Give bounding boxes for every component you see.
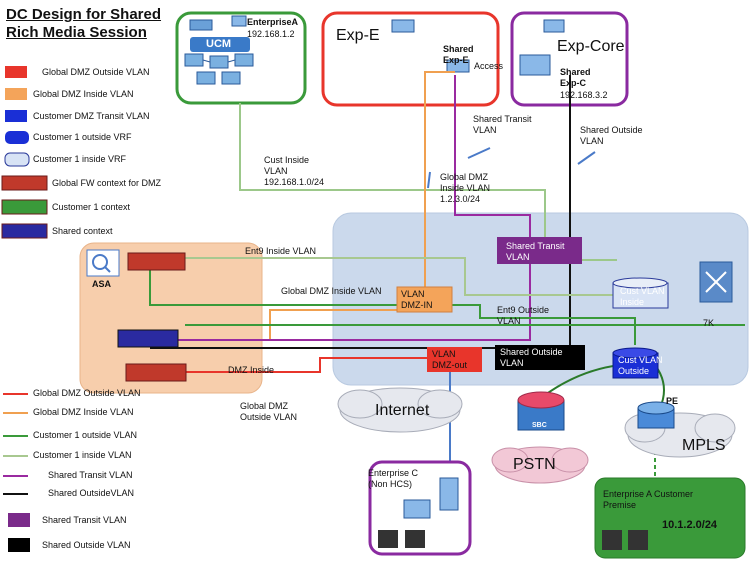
legend-item-label: Global DMZ Outside VLAN (33, 388, 141, 398)
exp-core-title: Exp-Core (557, 38, 625, 55)
shared-transit-line (150, 75, 531, 341)
pstn-cloud (491, 446, 589, 484)
vlan-dmz-out-box (427, 347, 482, 372)
shared-outside-vlan-text: Shared Outside VLAN (500, 347, 563, 368)
legend-item-label: Shared OutsideVLAN (48, 488, 135, 498)
legend-item-label: Customer 1 inside VRF (33, 154, 127, 164)
legend-item-label: Global DMZ Outside VLAN (42, 67, 150, 77)
cust-vlan-outside-text: Cust VLAN Outside (618, 355, 663, 376)
enterprise-a-ip: 192.168.1.2 (247, 29, 295, 39)
asa-region (79, 242, 263, 394)
asa-label: ASA (92, 279, 112, 289)
cust-vlan-inside-text: Cust VLAN Inside (620, 286, 665, 307)
datacenter-region (332, 212, 749, 386)
legend-item-label: Global DMZ Inside VLAN (33, 89, 134, 99)
legend-bottom-graphics (3, 393, 30, 552)
switch-7k-label: 7K (703, 318, 715, 328)
legend-item-label: Shared Transit VLAN (42, 515, 127, 525)
pstn-label: PSTN (513, 456, 556, 473)
ent9-outside-label: Ent9 Outside VLAN (497, 305, 550, 326)
diagram-title: DC Design for Shared Rich Media Session (6, 6, 162, 41)
arrow-icon (577, 151, 596, 165)
legend-item-label: Customer 1 outside VLAN (33, 430, 138, 440)
ent9-outside-line (149, 270, 636, 345)
server-icon (231, 15, 247, 27)
exp-c-device-icon (519, 54, 551, 76)
firewall-dmz-icon (125, 363, 187, 382)
server-icon (543, 19, 565, 33)
internet-cloud (337, 387, 463, 433)
phone-icon (378, 530, 398, 548)
enterprise-a-premise-label: Enterprise A Customer Premise (603, 489, 694, 510)
asa-icon (86, 249, 120, 277)
shared-transit-label: Shared Transit VLAN (473, 114, 532, 135)
global-dmz-inside-line (424, 71, 455, 287)
phone-icon (602, 530, 622, 550)
enterprise-c-label: Enterprise C (Non HCS) (368, 468, 419, 489)
vlan-dmz-in-text: VLAN DMZ-IN (401, 289, 433, 310)
legend-item-label: Customer 1 inside VLAN (33, 450, 132, 460)
ent9-inside-line (185, 257, 620, 296)
enterprise-a-title: EnterpriseA (247, 17, 299, 27)
legend-item-label: Customer DMZ Transit VLAN (33, 111, 150, 121)
enterprise-c-server-icon (403, 499, 431, 519)
global-dmz-outside-label: Global DMZ Outside VLAN (240, 401, 298, 422)
cust-vlan-inside-cylinder (612, 277, 669, 309)
arrow-icon (427, 171, 431, 189)
legend-item-label: Shared context (52, 226, 113, 236)
global-dmz-inside-label: Global DMZ Inside VLAN 1.2.3.0/24 (440, 172, 491, 204)
exp-e-title: Exp-E (336, 27, 380, 44)
enterprise-a-premise-subnet: 10.1.2.0/24 (662, 519, 718, 531)
legend-item-label: Customer 1 context (52, 202, 131, 212)
sbc-label: SBC (532, 422, 547, 429)
legend-item-label: Shared Transit VLAN (48, 470, 133, 480)
exp-c-device-label: Shared Exp-C (560, 67, 591, 88)
pe-router-icon (637, 401, 675, 429)
cust-inside-label: Cust Inside VLAN 192.168.1.0/24 (264, 155, 325, 187)
vlan-dmz-in-box (396, 286, 453, 313)
dmz-inside-label: DMZ Inside (228, 365, 275, 375)
global-dmz-inside-vlan-label: Global DMZ Inside VLAN (281, 286, 382, 296)
exp-e-device-icon (446, 59, 470, 73)
legend-item-label: Global FW context for DMZ (52, 178, 162, 188)
pe-label: PE (666, 396, 679, 406)
internet-label: Internet (375, 402, 430, 419)
shared-outside-label: Shared Outside VLAN (580, 125, 643, 146)
legend-item-label: Global DMZ Inside VLAN (33, 407, 134, 417)
cust-vlan-outside-cylinder (612, 347, 659, 379)
ucm-label: UCM (206, 38, 232, 50)
phone-icon (405, 530, 425, 548)
phone-icon (628, 530, 648, 550)
enterprise-c-firewall-icon (439, 477, 459, 511)
mpls-label: MPLS (682, 437, 726, 454)
vlan-dmz-out-text: VLAN DMZ-out (432, 349, 468, 370)
exp-core-ip: 192.168.3.2 (560, 90, 608, 100)
ucm-icon (184, 19, 254, 85)
exp-e-device-label: Shared Exp-E (443, 44, 474, 65)
shared-outside-vlan-box (495, 345, 585, 370)
exp-e-access-label: Access (474, 61, 504, 71)
switch-7k-icon (699, 261, 733, 303)
firewall-shared-icon (117, 329, 179, 348)
sbc-router-icon (517, 391, 565, 431)
arrow-icon (467, 147, 491, 159)
shared-transit-vlan-box (497, 237, 582, 264)
legend-top-graphics (1, 66, 48, 239)
legend-item-label: Customer 1 outside VRF (33, 132, 132, 142)
legend-item-label: Shared Outside VLAN (42, 540, 131, 550)
sbc-link-line (544, 364, 621, 396)
shared-transit-vlan-text: Shared Transit VLAN (506, 241, 565, 262)
ent9-inside-label: Ent9 Inside VLAN (245, 246, 317, 256)
firewall-global-icon (127, 252, 186, 271)
global-dmz-outside-line (185, 357, 440, 373)
server-icon (391, 19, 415, 33)
